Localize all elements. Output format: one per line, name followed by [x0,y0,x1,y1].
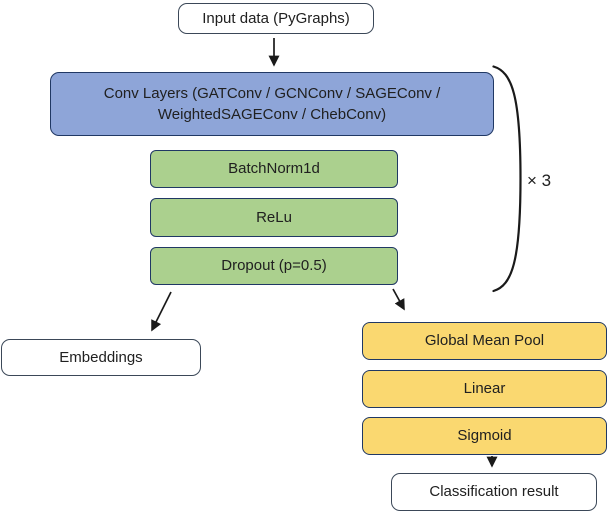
node-input-data-label: Input data (PyGraphs) [202,9,350,27]
node-conv-layers-label-line2: WeightedSAGEConv / ChebConv) [157,106,387,123]
node-embeddings: Embeddings [1,339,201,376]
node-dropout-label: Dropout (p=0.5) [221,257,327,274]
node-classification-result: Classification result [391,473,597,511]
arrow-dropout-to-global-mean-pool [392,288,405,311]
node-relu-label: ReLu [256,208,292,226]
node-classification-result-label: Classification result [429,483,559,500]
node-global-mean-pool: Global Mean Pool [362,322,607,360]
node-batchnorm1d: BatchNorm1d [150,150,398,188]
node-linear: Linear [362,370,607,408]
node-batchnorm1d-label: BatchNorm1d [228,160,320,177]
node-global-mean-pool-label: Global Mean Pool [424,332,545,349]
node-dropout: Dropout (p=0.5) [150,247,398,285]
repeat-times-annotation: × 3 [527,171,552,190]
repeat-brace [492,65,522,293]
node-sigmoid-label: Sigmoid [457,427,512,444]
node-linear-label: Linear [463,380,506,397]
node-input-data: Input data (PyGraphs) [178,3,374,34]
node-conv-layers-label-line1: Conv Layers (GATConv / GCNConv / SAGECon… [103,85,441,102]
node-relu: ReLu [150,198,398,237]
node-sigmoid: Sigmoid [362,417,607,455]
node-embeddings-label: Embeddings [59,348,143,366]
arrow-dropout-to-embeddings [151,291,172,332]
node-conv-layers: Conv Layers (GATConv / GCNConv / SAGECon… [50,72,494,136]
